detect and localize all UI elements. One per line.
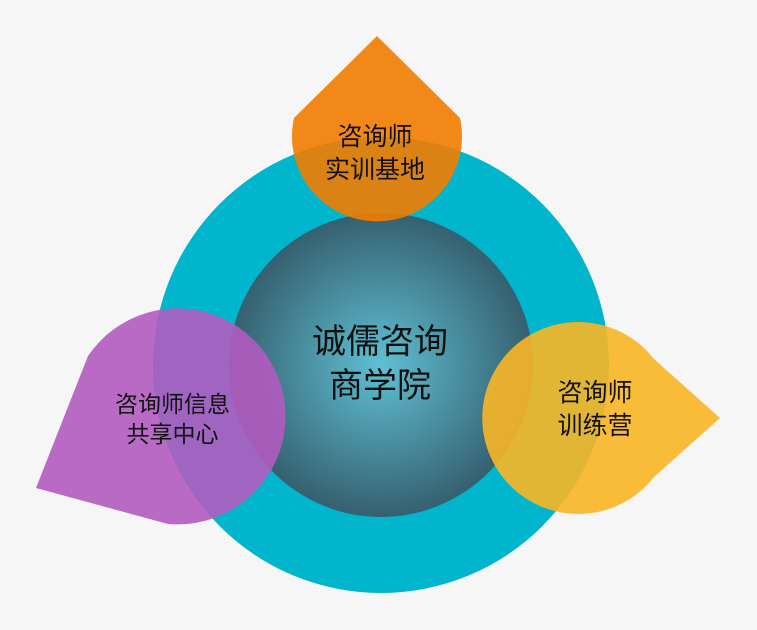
right-petal: [482, 322, 720, 514]
top-petal-line-2: 实训基地: [324, 155, 425, 184]
center-line-1: 诚儒咨询: [312, 322, 448, 362]
center-line-2: 商学院: [329, 366, 431, 407]
top-petal: [291, 36, 462, 222]
left-petal: [36, 308, 286, 525]
right-petal-label: 咨询师 训练营: [520, 376, 670, 442]
center-circle: [229, 213, 533, 517]
left-petal-line-2: 共享中心: [126, 422, 219, 449]
center-label: 诚儒咨询 商学院: [285, 320, 475, 408]
left-petal-line-1: 咨询师信息: [115, 392, 230, 418]
right-petal-line-1: 咨询师: [557, 378, 633, 407]
top-petal-line-1: 咨询师: [337, 122, 413, 151]
right-petal-line-2: 训练营: [557, 411, 633, 440]
left-petal-label: 咨询师信息 共享中心: [80, 390, 265, 451]
top-petal-label: 咨询师 实训基地: [300, 120, 450, 186]
